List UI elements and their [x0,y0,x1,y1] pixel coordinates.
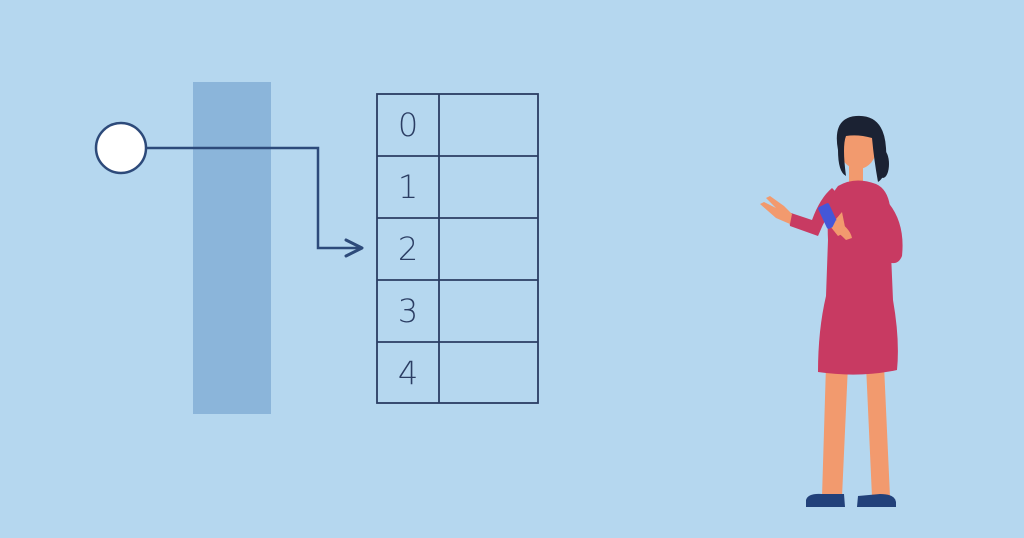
index-label-0: 0 [398,106,418,144]
memory-column [193,82,271,414]
index-label-2: 2 [398,230,418,268]
pointer-node [94,121,148,175]
arrow-head-icon [344,238,364,258]
woman-holding-phone-icon [760,115,903,507]
pointer-line [147,146,360,250]
index-label-4: 4 [398,354,418,392]
index-label-3: 3 [398,292,418,330]
index-label-1: 1 [398,168,418,206]
array-table [376,93,539,404]
